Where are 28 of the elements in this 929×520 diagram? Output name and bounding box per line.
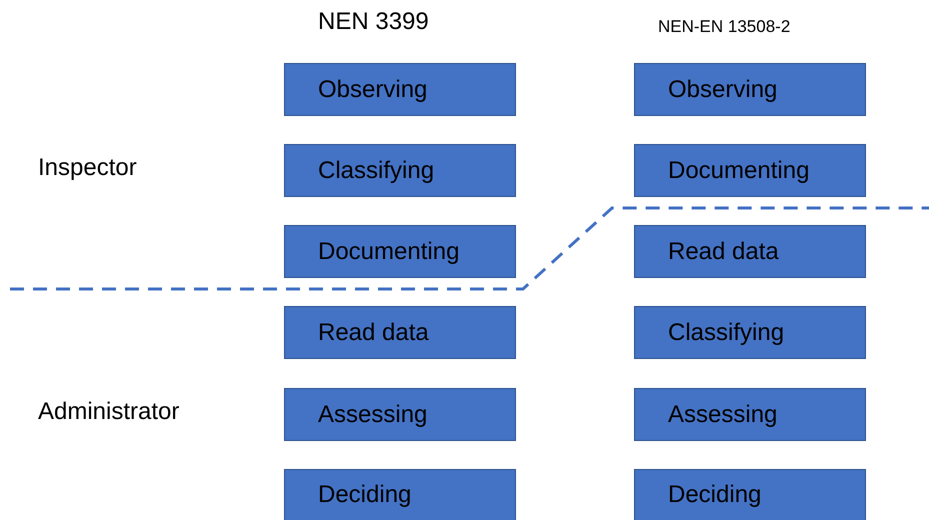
- process-box: [284, 388, 516, 441]
- process-box: [634, 388, 866, 441]
- step-text: Deciding: [318, 480, 412, 510]
- column-heading: NEN 3399: [318, 7, 429, 37]
- step-text: Documenting: [318, 236, 460, 266]
- step-text: Deciding: [668, 480, 762, 510]
- process-box: [634, 63, 866, 116]
- process-box: [284, 469, 516, 520]
- step-text: Documenting: [668, 156, 810, 186]
- step-text: Assessing: [318, 400, 428, 430]
- step-text: Observing: [318, 74, 428, 104]
- process-box: [634, 144, 866, 197]
- process-box: [284, 63, 516, 116]
- role-label: Administrator: [38, 397, 180, 427]
- process-box: [634, 469, 866, 520]
- step-text: Observing: [668, 74, 778, 104]
- process-box: [284, 225, 516, 278]
- process-box: [634, 225, 866, 278]
- step-text: Assessing: [668, 400, 778, 430]
- step-text: Read data: [668, 236, 779, 266]
- step-text: Classifying: [668, 318, 784, 348]
- role-label: Inspector: [38, 153, 137, 183]
- step-text: Read data: [318, 318, 429, 348]
- process-box: [634, 306, 866, 359]
- column-heading: NEN-EN 13508-2: [658, 16, 790, 38]
- step-text: Classifying: [318, 156, 434, 186]
- process-box: [284, 144, 516, 197]
- process-box: [284, 306, 516, 359]
